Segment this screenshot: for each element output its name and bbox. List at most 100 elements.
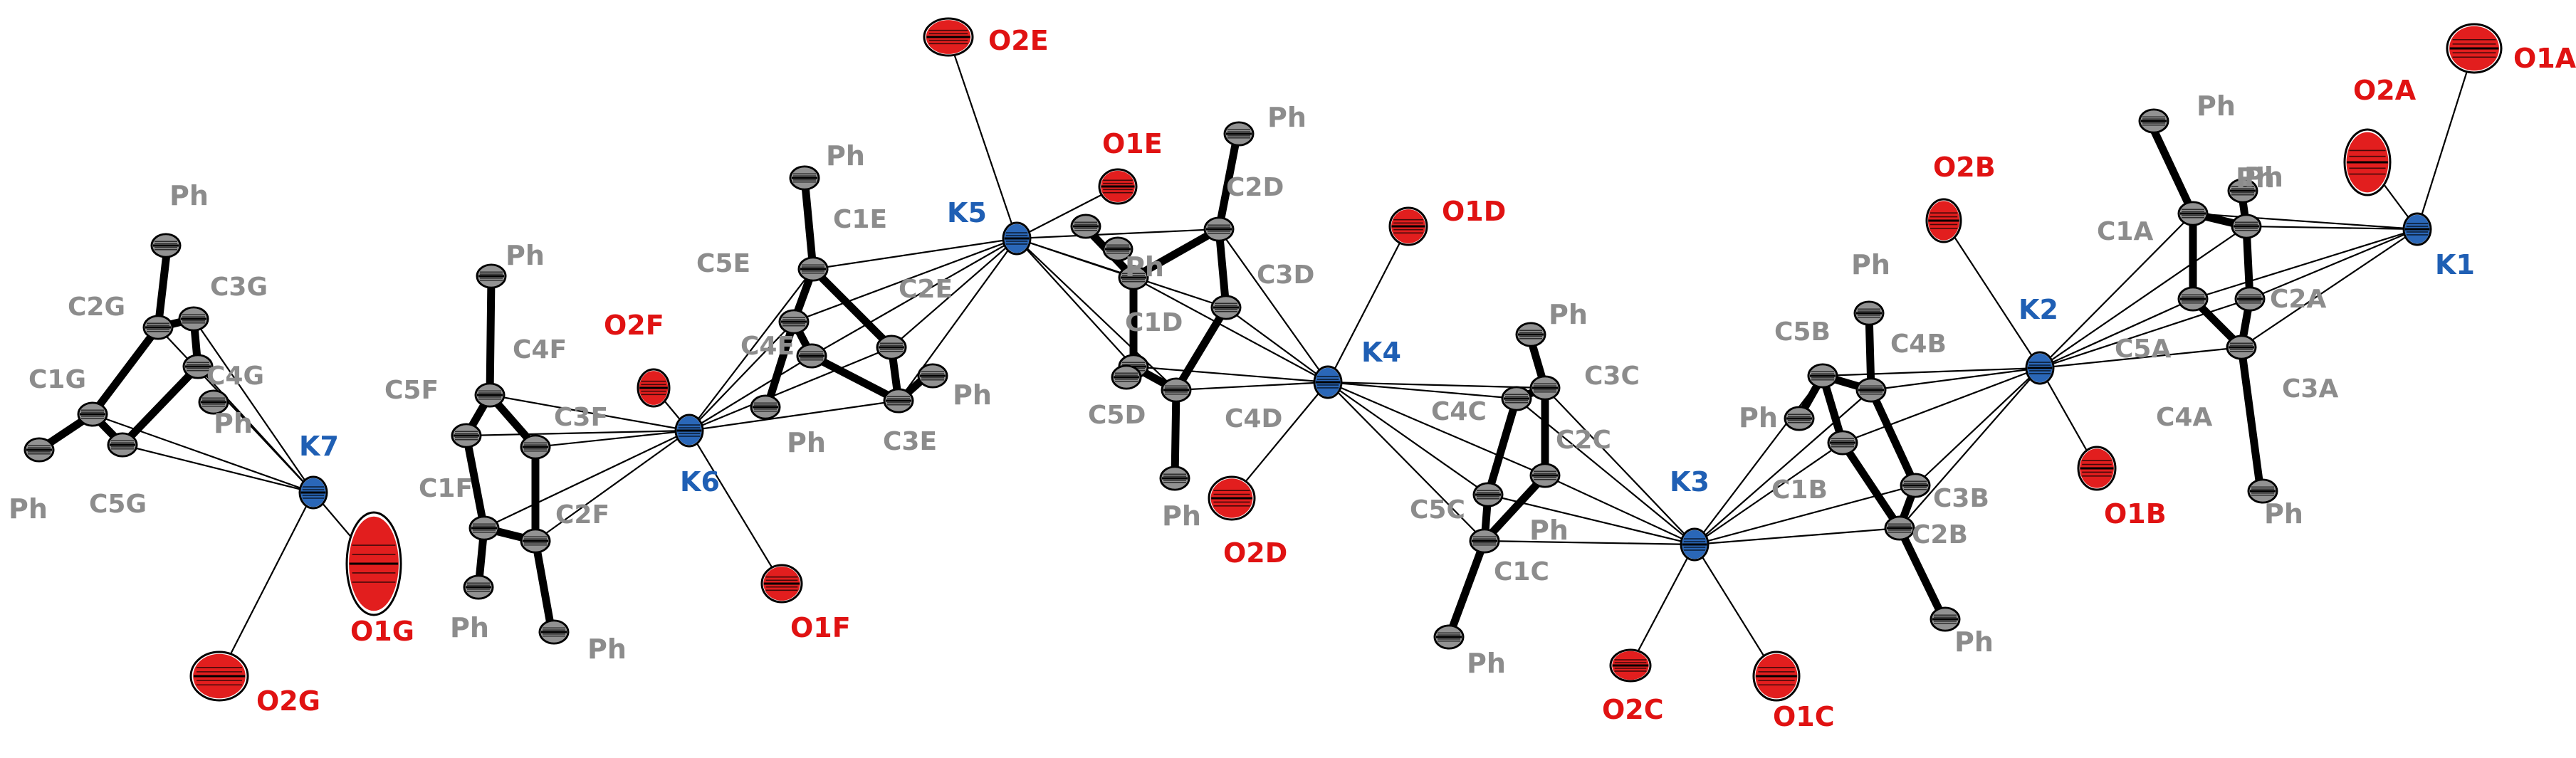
label-c1d: C1D [1125,308,1183,337]
substituent-bond [531,537,556,636]
carbon-atom [1807,363,1838,389]
k-oxygen-bond [1630,544,1695,666]
k-ring-bond [466,429,690,437]
label-ph: Ph [2236,162,2275,194]
label-k7: K7 [299,431,339,462]
k-ring-bond [793,237,1017,323]
phenyl-carbon-atom [1930,606,1961,632]
ring-bond [1172,303,1230,394]
label-o1e: O1E [1102,128,1163,159]
carbon-atom [1118,265,1149,290]
k-ring-bond [2246,225,2418,231]
k-ring-bond [811,238,1017,357]
label-c2d: C2D [1226,173,1284,202]
label-ph: Ph [826,140,865,172]
k-oxygen-bond [688,430,782,584]
k-ring-bond [1133,277,1329,383]
k-ring-bond [2039,346,2242,369]
substituent-bond [486,273,496,399]
carbon-atom [797,256,829,282]
atom-labels: K1K2K3K4K5K6K7O1AO2AO1BO2BO1CO2CO1DO2DO1… [9,25,2576,732]
oxygen-atom-o1e [1098,168,1138,205]
carbon-atom [1529,375,1561,401]
label-c3c: C3C [1584,362,1640,391]
carbon-atom [520,528,551,554]
label-ph: Ph [450,612,489,643]
label-o1b: O1B [2104,498,2167,530]
carbon-atom [1161,377,1192,403]
phenyl-carbon-atom [1515,322,1546,347]
label-o2b: O2B [1933,152,1996,183]
ring-bond [1484,394,1521,499]
substituent-bond [1445,537,1489,641]
k-ring-bond [1694,389,1872,545]
phenyl-carbon-atom [1223,121,1255,147]
substituent-bond [1215,130,1242,233]
label-c3a: C3A [2282,374,2338,404]
phenyl-carbon-atom [750,394,781,420]
potassium-atom-k5 [1002,221,1032,256]
substituent-bond [800,174,817,273]
substituent-bond [1171,386,1180,483]
label-k2: K2 [2019,294,2058,325]
substituent-bond [1865,309,1875,394]
ring-bond [1838,438,1904,532]
phenyl-carbon-atom [1070,214,1101,239]
oxygen-atom-o2c [1609,648,1652,683]
label-c5b: C5B [1774,317,1831,347]
label-k5: K5 [947,197,987,228]
oxygen-atom-o2e [923,17,974,57]
label-ph: Ph [587,633,627,665]
k-oxygen-bond [2416,48,2476,230]
k-oxygen-bond [1327,226,1409,383]
k-ring-bond [122,443,314,494]
k-oxygen-bond [219,492,314,677]
k-ring-bond [1899,367,2041,529]
k-ring-bond [1016,238,1177,391]
label-ph: Ph [9,493,48,525]
k-ring-bond [891,238,1017,348]
k-ring-bond [898,238,1017,401]
k-ring-bond [1218,228,1329,383]
label-o2d: O2D [1223,537,1287,569]
k-ring-bond [1327,381,1546,389]
k-oxygen-bond [1231,381,1329,499]
potassium-atom-k2 [2025,351,2055,385]
label-ph: Ph [2197,90,2236,122]
label-c2c: C2C [1556,426,1611,455]
label-c4b: C4B [1890,330,1947,359]
oxygen-atom-o2f [637,368,671,408]
carbon-atom [1855,377,1887,403]
k-ring-bond [193,318,314,493]
label-c3d: C3D [1257,260,1314,290]
oxygen-atom-o2g [189,651,249,702]
phenyl-carbon-atom [476,263,507,289]
phenyl-carbon-atom [1102,236,1133,262]
substituent-bond [154,243,172,332]
phenyl-carbon-atom [2247,478,2278,504]
label-ph: Ph [1267,102,1307,133]
label-ph: Ph [1549,299,1588,330]
phenyl-carbon-atom [1111,364,1142,390]
label-c3b: C3B [1933,484,1989,513]
k-ring-bond [688,355,812,431]
phenyl-carbon-atom [198,389,229,415]
label-c4c: C4C [1431,397,1487,426]
k-ring-bond [1016,228,1220,240]
k-ring-bond [1694,442,1843,545]
label-c3e: C3E [883,427,937,456]
phenyl-carbon-atom [1159,465,1190,491]
ring-bond [88,323,162,419]
oxygen-atom-o2a [2343,128,2392,196]
k-ring-bond [1327,381,1517,400]
label-ph: Ph [1529,515,1569,546]
carbon-atom [1529,463,1561,488]
carbon-atom [178,306,209,332]
k-ring-bond [1176,381,1329,391]
carbon-atom [474,382,506,408]
carbon-atom [142,315,174,340]
label-o1g: O1G [350,616,414,647]
k-ring-bond [1225,307,1329,383]
atom-ellipsoids [23,17,2503,702]
